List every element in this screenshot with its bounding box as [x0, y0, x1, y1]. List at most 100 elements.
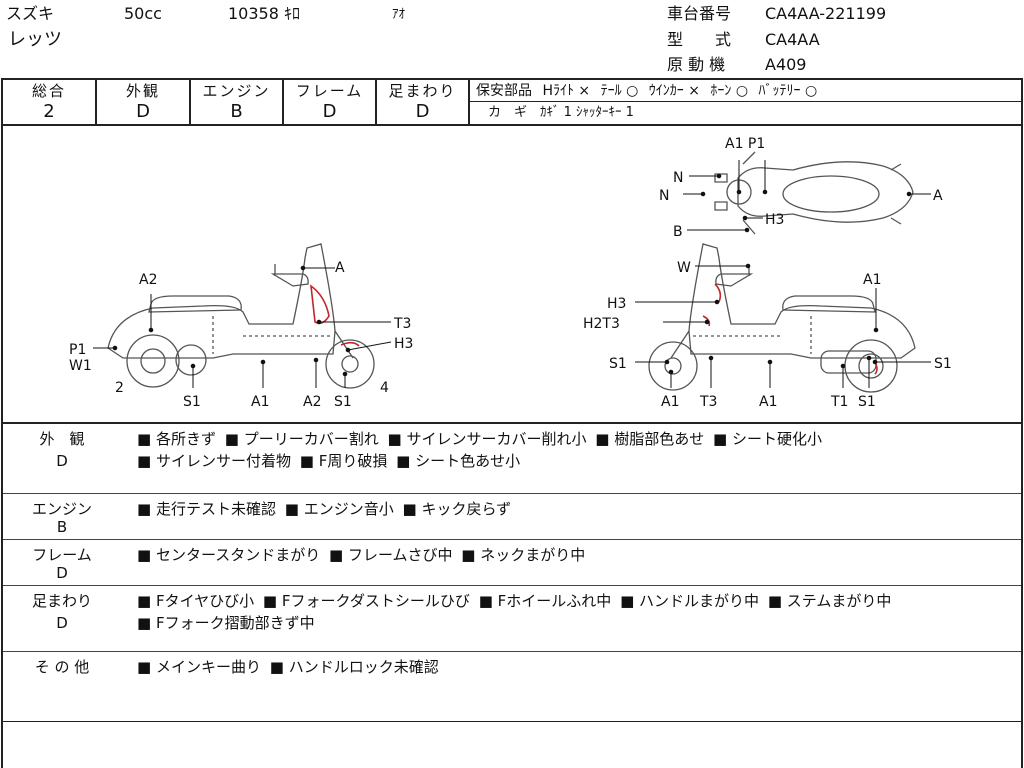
- label-top-a1p1: A1 P1: [725, 136, 765, 152]
- right-rear-hub: [858, 353, 884, 379]
- frame-no-label: 車台番号: [667, 4, 732, 23]
- left-body: [107, 243, 336, 359]
- suspension-notes: Fタイヤひび小 Fフォークダストシールひび Fホイールふれ中 ハンドルまがり中 …: [137, 590, 1017, 634]
- body-color: ｱｵ: [392, 7, 405, 22]
- maker: スズキ: [6, 4, 55, 23]
- right-rear-wheel: [844, 339, 898, 393]
- label-left-h3: H3: [394, 336, 413, 352]
- list-item: 走行テスト未確認: [137, 500, 276, 518]
- section-frame: フレーム D センタースタンドまがり フレームさび中 ネックまがり中: [3, 540, 1021, 586]
- label-left-a-top: A: [335, 260, 345, 276]
- list-item: サイレンサー付着物: [137, 452, 291, 470]
- label-right-a1-bot-b: A1: [759, 394, 777, 410]
- frame-notes: センタースタンドまがり フレームさび中 ネックまがり中: [137, 544, 1017, 566]
- section-suspension: 足まわり D Fタイヤひび小 Fフォークダストシールひび Fホイールふれ中 ハン…: [3, 586, 1021, 652]
- grade-suspension: 足まわり D: [377, 80, 470, 124]
- left-damage-mark: [310, 284, 330, 324]
- top-body: [737, 161, 914, 223]
- engine-value: A409: [765, 55, 807, 74]
- left-handle: [270, 273, 309, 287]
- model-name: レッツ: [8, 29, 62, 50]
- other-notes: メインキー曲り ハンドルロック未確認: [137, 656, 1017, 678]
- list-item: ステムまがり中: [768, 592, 892, 610]
- label-left-a2-bot: A2: [303, 394, 321, 410]
- exterior-notes: 各所きず プーリーカバー割れ サイレンサーカバー削れ小 樹脂部色あせ シート硬化…: [137, 428, 1017, 472]
- list-item: エンジン音小: [285, 500, 394, 518]
- label-left-p1: P1: [69, 342, 86, 358]
- label-right-s1-left: S1: [609, 356, 627, 372]
- list-item: フレームさび中: [329, 546, 453, 564]
- right-body: [688, 243, 916, 359]
- type-value: CA4AA: [765, 30, 820, 49]
- label-right-a1-bot-a: A1: [661, 394, 679, 410]
- list-item: ハンドルロック未確認: [270, 658, 439, 676]
- inspection-sheet: 総合 2 外観 D エンジン B フレーム D 足まわり D 保安部品 Hﾗｲﾄ…: [1, 78, 1023, 768]
- label-left-w1: W1: [69, 358, 92, 374]
- left-seat: [148, 295, 242, 313]
- label-right-t3: T3: [699, 394, 717, 410]
- list-item: Fフォーク摺動部きず中: [137, 614, 315, 632]
- label-right-a1-top: A1: [863, 272, 881, 288]
- label-top-a: A: [933, 188, 943, 204]
- label-left-t3: T3: [393, 316, 411, 332]
- right-front-wheel: [648, 341, 698, 391]
- list-item: 各所きず: [137, 430, 216, 448]
- label-right-t1: T1: [830, 394, 848, 410]
- list-item: Fタイヤひび小: [137, 592, 254, 610]
- displacement: 50cc: [124, 4, 162, 23]
- top-rear: [890, 163, 902, 225]
- list-item: 樹脂部色あせ: [595, 430, 704, 448]
- label-left-2: 2: [115, 380, 124, 396]
- label-left-s1-a: S1: [183, 394, 201, 410]
- list-item: シート硬化小: [713, 430, 822, 448]
- list-item: シート色あせ小: [396, 452, 520, 470]
- left-rear-wheel: [126, 334, 180, 388]
- grade-frame: フレーム D: [284, 80, 377, 124]
- left-hidden-lines: [212, 316, 333, 354]
- right-front-hub: [664, 357, 682, 375]
- left-front-hub: [341, 355, 359, 373]
- label-right-h2t3: H2T3: [583, 316, 620, 332]
- grade-engine: エンジン B: [191, 80, 284, 124]
- label-right-s1-right: S1: [934, 356, 952, 372]
- top-mirrors: [742, 151, 756, 235]
- label-top-n2: N: [659, 188, 669, 204]
- safety-parts: 保安部品 Hﾗｲﾄ × ﾃｰﾙ ○ ｳｲﾝｶｰ × ﾎｰﾝ ○ ﾊﾞｯﾃﾘｰ ○…: [470, 80, 1021, 124]
- mileage: 10358 ｷﾛ: [228, 4, 300, 23]
- engine-notes: 走行テスト未確認 エンジン音小 キック戻らず: [137, 498, 1017, 520]
- scooter-diagram: A2 A T3 H3 P1 W1 2 4 S1 A1 A2 S1 W A1 H3…: [69, 136, 952, 410]
- list-item: Fホイールふれ中: [479, 592, 612, 610]
- list-item: Fフォークダストシールひび: [263, 592, 470, 610]
- list-item: ハンドルまがり中: [620, 592, 759, 610]
- list-item: センタースタンドまがり: [137, 546, 320, 564]
- right-fork: [670, 330, 690, 359]
- list-item: メインキー曲り: [137, 658, 261, 676]
- list-item: プーリーカバー割れ: [225, 430, 379, 448]
- top-seat: [782, 175, 880, 213]
- right-hidden-lines: [693, 316, 812, 354]
- left-rear-hub: [140, 348, 166, 374]
- right-seat: [782, 295, 876, 313]
- label-left-4: 4: [380, 380, 389, 396]
- grade-row: 総合 2 外観 D エンジン B フレーム D 足まわり D 保安部品 Hﾗｲﾄ…: [3, 80, 1021, 126]
- list-item: キック戻らず: [403, 500, 512, 518]
- label-right-s1-bot: S1: [858, 394, 876, 410]
- label-right-w: W: [677, 260, 691, 276]
- label-left-a2-top: A2: [139, 272, 157, 288]
- label-left-a1: A1: [251, 394, 269, 410]
- section-other: そ の 他 メインキー曲り ハンドルロック未確認: [3, 652, 1021, 722]
- engine-label: 原 動 機: [667, 55, 726, 74]
- grade-total: 総合 2: [3, 80, 97, 124]
- damage-diagram: A2 A T3 H3 P1 W1 2 4 S1 A1 A2 S1 W A1 H3…: [3, 126, 1021, 424]
- right-damage-mark: [702, 283, 722, 327]
- label-left-s1-b: S1: [334, 394, 352, 410]
- sheet-header: スズキ 50cc 10358 ｷﾛ ｱｵ レッツ 車台番号 CA4AA-2211…: [0, 0, 1024, 78]
- label-top-h3: H3: [765, 212, 784, 228]
- list-item: F周り破損: [300, 452, 388, 470]
- frame-no: CA4AA-221199: [765, 4, 887, 23]
- left-front-wheel: [325, 339, 375, 389]
- safety-parts-list: 保安部品 Hﾗｲﾄ × ﾃｰﾙ ○ ｳｲﾝｶｰ × ﾎｰﾝ ○ ﾊﾞｯﾃﾘｰ ○: [470, 80, 1021, 102]
- left-muffler: [175, 344, 207, 376]
- list-item: ネックまがり中: [461, 546, 585, 564]
- keys-info: カ ギ ｶｷﾞ 1 ｼｬｯﾀｰｷｰ 1: [488, 105, 634, 120]
